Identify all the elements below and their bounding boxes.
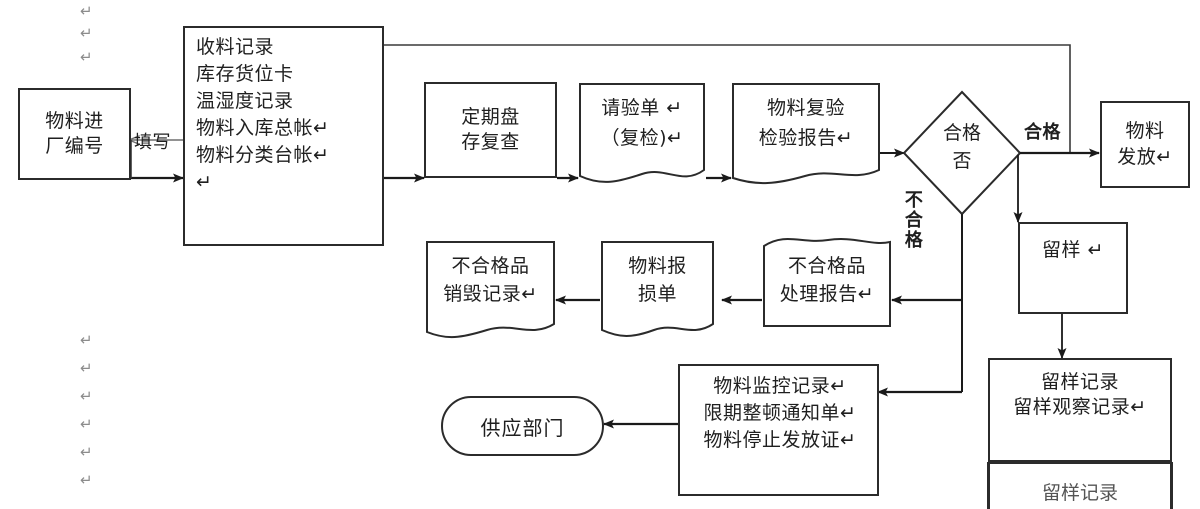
node-inspection-request[interactable]: 请验单 ↵ （复检)↵ (578, 82, 706, 190)
node-periodic-check-line2: 存复查 (461, 131, 520, 153)
node-periodic-check[interactable]: 定期盘 存复查 (424, 82, 557, 178)
node-reinspection-report-line1: 物料复验 (766, 97, 845, 119)
node-periodic-check-line1: 定期盘 (461, 105, 520, 128)
node-supply-dept[interactable]: 供应部门 (441, 396, 604, 456)
paragraph-mark-icon: ↵ (80, 48, 93, 66)
document-shape-icon (601, 241, 714, 337)
node-monitor-group[interactable] (678, 364, 879, 496)
node-nonconform-report[interactable]: 不合格品 处理报告↵ (762, 232, 892, 328)
node-monitor-group-lines: 物料监控记录↵限期整顿通知单↵物料停止发放证↵ (703, 375, 857, 451)
node-supply-dept-label: 供应部门 (480, 415, 565, 440)
edge-label-unqualified: 不合格 (901, 190, 923, 250)
node-material-entry-line1: 物料进 (45, 109, 104, 132)
paragraph-mark-icon: ↵ (80, 471, 93, 489)
node-loss-form[interactable]: 物料报 损单 (600, 240, 715, 344)
node-nonconform-report-line1: 不合格品 (787, 255, 866, 277)
node-reinspection-report[interactable]: 物料复验 检验报告↵ (731, 82, 881, 192)
paragraph-mark-icon: ↵ (80, 443, 93, 461)
node-reinspection-report-line2: 检验报告↵ (758, 127, 854, 149)
node-material-issue-line2: 发放↵ (1117, 145, 1173, 168)
node-material-issue[interactable]: 物料 发放↵ (1100, 101, 1190, 188)
node-records-group[interactable] (183, 26, 384, 246)
paragraph-mark-icon: ↵ (80, 24, 93, 42)
paragraph-mark-icon: ↵ (80, 359, 93, 377)
document-shape-icon (763, 238, 891, 327)
node-retain-records-partial[interactable]: 留样记录 (988, 462, 1172, 509)
node-destroy-record-line1: 不合格品 (451, 255, 530, 277)
node-loss-form-line1: 物料报 (628, 255, 687, 277)
node-material-issue-line1: 物料 (1125, 120, 1165, 143)
node-loss-form-line2: 损单 (637, 283, 677, 305)
document-shape-icon (426, 241, 555, 338)
node-destroy-record[interactable]: 不合格品 销毁记录↵ (425, 240, 556, 346)
node-retain-sample[interactable]: 留样 ↵ (1018, 222, 1128, 314)
node-inspection-request-line2: （复检)↵ (600, 127, 684, 149)
document-shape-icon (579, 83, 705, 183)
node-nonconform-report-line2: 处理报告↵ (779, 283, 875, 305)
node-retain-records-partial-label: 留样记录 (1041, 482, 1118, 504)
node-retain-sample-label: 留样 ↵ (1042, 239, 1104, 261)
node-material-entry[interactable]: 物料进 厂编号 (18, 88, 131, 180)
node-records-group-lines: 收料记录库存货位卡温湿度记录物料入库总帐↵ 物料分类台帐↵↵ (196, 36, 330, 193)
edge-label-fill-in: 填写 (134, 132, 171, 153)
paragraph-mark-icon: ↵ (80, 2, 93, 20)
document-shape-icon (732, 83, 880, 185)
node-retain-records[interactable]: 留样记录 留样观察记录↵ (988, 358, 1172, 462)
paragraph-mark-icon: ↵ (80, 387, 93, 405)
node-inspection-request-line1: 请验单 ↵ (601, 97, 683, 119)
node-decision-line1: 合格 (942, 122, 981, 144)
node-decision-line2: 否 (952, 150, 972, 172)
edge-label-qualified: 合格 (1024, 122, 1061, 143)
node-destroy-record-line2: 销毁记录↵ (443, 283, 538, 305)
node-material-entry-line2: 厂编号 (45, 135, 104, 157)
node-retain-records-line2: 留样观察记录↵ (1013, 396, 1147, 419)
node-retain-records-line1: 留样记录 (1040, 371, 1119, 393)
paragraph-mark-icon: ↵ (80, 415, 93, 433)
paragraph-mark-icon: ↵ (80, 331, 93, 349)
